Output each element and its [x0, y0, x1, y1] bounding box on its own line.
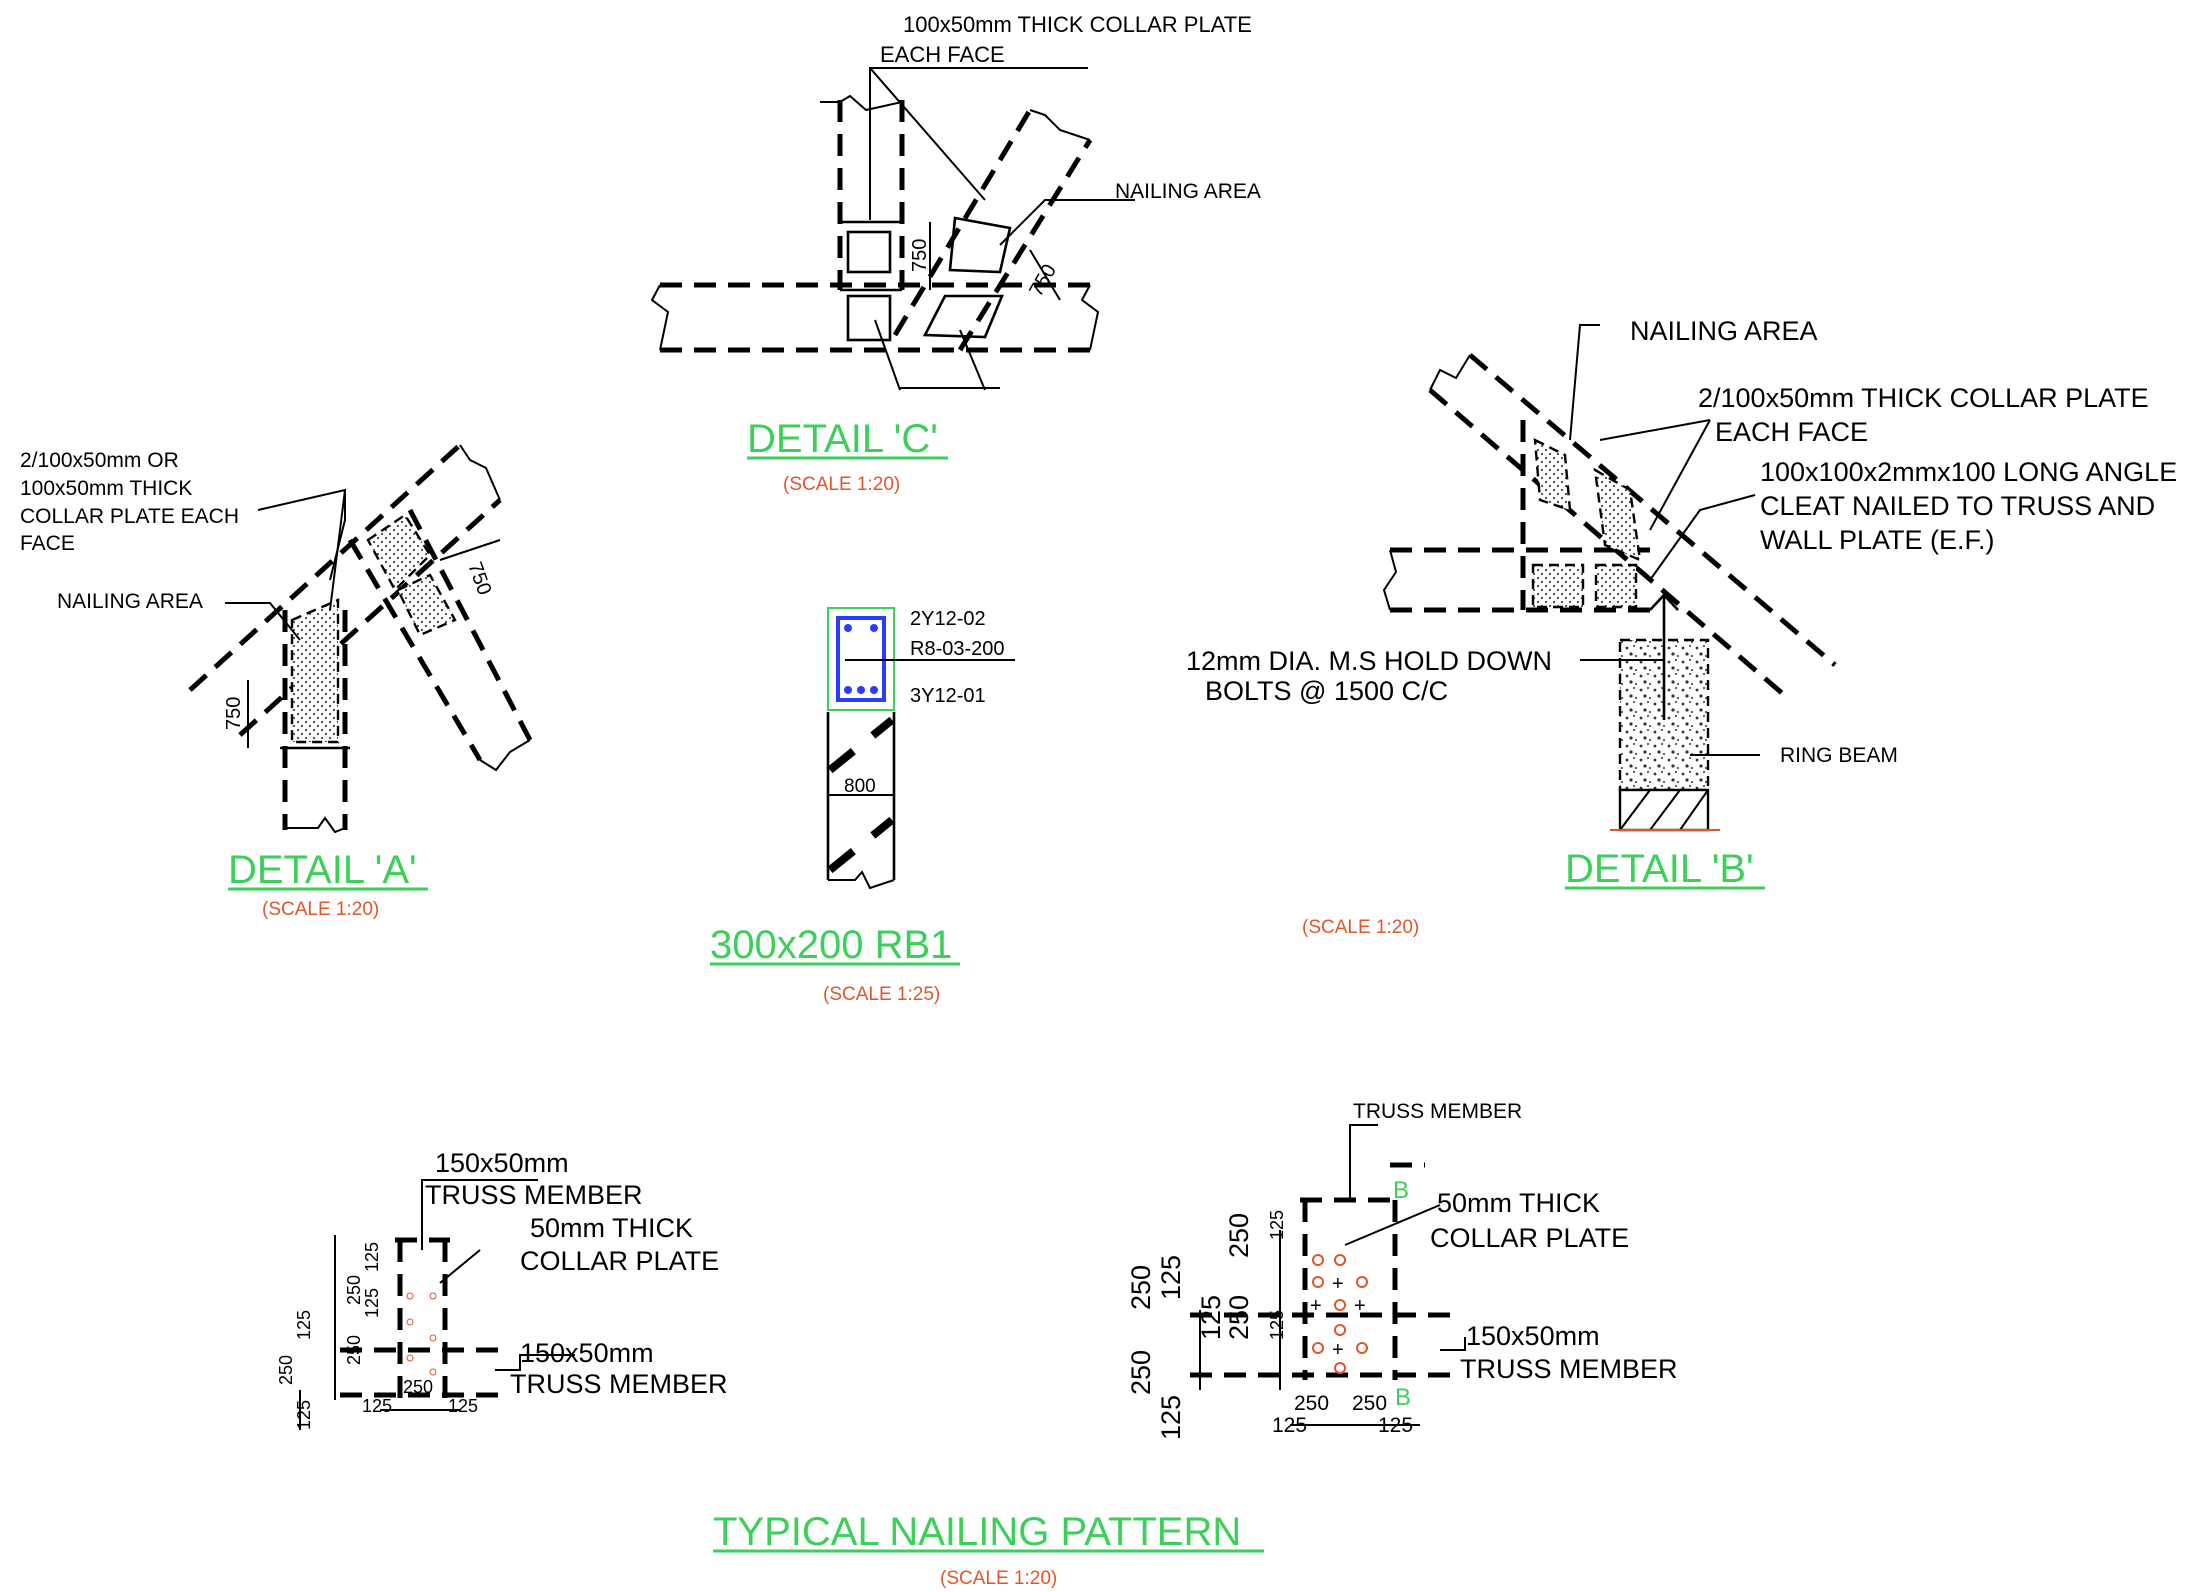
- nailing-area-label: NAILING AREA: [1630, 316, 1818, 346]
- detail-c-scale: (SCALE 1:20): [783, 474, 900, 495]
- nailing-area-label: NAILING AREA: [57, 590, 203, 613]
- detail-b: NAILING AREA 2/100x50mm THICK COLLAR PLA…: [1186, 316, 2177, 938]
- member-top-line1: 150x50mm: [435, 1148, 569, 1178]
- section-mark-b-bottom: B: [1395, 1384, 1411, 1411]
- member-top-label: TRUSS MEMBER: [1353, 1100, 1522, 1123]
- dim-250: 250: [344, 1275, 364, 1305]
- svg-text:+: +: [1354, 1295, 1366, 1317]
- detail-b-title: DETAIL 'B': [1565, 847, 1754, 891]
- dim-250: 250: [403, 1377, 433, 1397]
- collar-plate-label-line1: 100x50mm THICK COLLAR PLATE: [903, 12, 1252, 37]
- nailing-pattern-scale: (SCALE 1:20): [940, 1568, 1057, 1589]
- nailing-area-label: NAILING AREA: [1115, 180, 1261, 203]
- svg-text:+: +: [1310, 1295, 1322, 1317]
- dim-250: 250: [276, 1355, 296, 1385]
- dim-250-bottom: 250: [1352, 1392, 1387, 1415]
- nailing-pattern-title: TYPICAL NAILING PATTERN: [713, 1510, 1241, 1554]
- angle-label-line3: WALL PLATE (E.F.): [1760, 525, 1995, 555]
- dim-250: 250: [1126, 1350, 1156, 1395]
- member-right-line2: TRUSS MEMBER: [1460, 1354, 1678, 1384]
- detail-a-title: DETAIL 'A': [228, 848, 417, 892]
- nailing-pattern-right: + + + + TRUSS MEMBER B B 50mm THICK COLL…: [1126, 1100, 1678, 1440]
- collar-label-line1: 2/100x50mm THICK COLLAR PLATE: [1698, 383, 2149, 413]
- angle-label-line2: CLEAT NAILED TO TRUSS AND: [1760, 491, 2155, 521]
- rb1-section: 2Y12-02 R8-03-200 3Y12-01 800 300x200 RB…: [710, 607, 1015, 1005]
- collar-line2: COLLAR PLATE: [1430, 1223, 1629, 1253]
- dim-250: 250: [344, 1335, 364, 1365]
- detail-c-title: DETAIL 'C': [747, 417, 938, 461]
- dim-750-vertical: 750: [223, 697, 245, 730]
- detail-c: 100x50mm THICK COLLAR PLATE EACH FACE NA…: [650, 12, 1261, 495]
- member-right-line1: 150x50mm: [520, 1338, 654, 1368]
- angle-label-line1: 100x100x2mmx100 LONG ANGLE: [1760, 457, 2177, 487]
- nailing-pattern-title-block: TYPICAL NAILING PATTERN (SCALE 1:20): [713, 1510, 1264, 1589]
- dim-250-bottom: 250: [1294, 1392, 1329, 1415]
- svg-text:+: +: [1332, 1273, 1344, 1295]
- dim-125-bottom: 125: [1272, 1414, 1307, 1437]
- dim-125: 125: [294, 1310, 314, 1340]
- collar-plate-label-line2: EACH FACE: [880, 42, 1005, 67]
- ring-beam-label: RING BEAM: [1780, 744, 1898, 767]
- dim-250: 250: [1224, 1213, 1254, 1258]
- dim-125-bottom: 125: [1378, 1414, 1413, 1437]
- dim-125: 125: [1156, 1395, 1186, 1440]
- svg-text:+: +: [1332, 1339, 1344, 1361]
- dim-750-vertical: 750: [909, 239, 931, 272]
- rb1-title: 300x200 RB1: [710, 923, 952, 967]
- dim-125: 125: [448, 1396, 478, 1416]
- member-right-line1: 150x50mm: [1466, 1321, 1600, 1351]
- dim-125-small: 125: [1267, 1210, 1287, 1240]
- dim-750-diagonal: 750: [463, 559, 495, 598]
- dim-125: 125: [362, 1288, 382, 1318]
- bottom-bars-label: 3Y12-01: [910, 685, 986, 707]
- dim-125-small: 125: [1267, 1310, 1287, 1340]
- collar-label-line1: 2/100x50mm OR: [20, 449, 179, 472]
- bolt-label-line1: 12mm DIA. M.S HOLD DOWN: [1186, 646, 1552, 676]
- rb1-scale: (SCALE 1:25): [823, 984, 940, 1005]
- dim-125: 125: [294, 1400, 314, 1430]
- nail-grid: + + + +: [1310, 1254, 1368, 1374]
- links-label: R8-03-200: [910, 638, 1005, 660]
- collar-line1: 50mm THICK: [1437, 1188, 1600, 1218]
- dim-125: 125: [362, 1396, 392, 1416]
- dim-250: 250: [1224, 1295, 1254, 1340]
- member-right-line2: TRUSS MEMBER: [510, 1369, 728, 1399]
- dim-125: 125: [1156, 1255, 1186, 1300]
- nailing-pattern-left: 150x50mm TRUSS MEMBER 50mm THICK COLLAR …: [276, 1148, 728, 1430]
- section-mark-b-top: B: [1393, 1177, 1409, 1204]
- dim-250: 250: [1126, 1265, 1156, 1310]
- collar-label-line4: FACE: [20, 532, 75, 555]
- collar-line2: COLLAR PLATE: [520, 1246, 719, 1276]
- dim-800: 800: [844, 776, 876, 797]
- top-bars-label: 2Y12-02: [910, 608, 986, 630]
- collar-label-line3: COLLAR PLATE EACH: [20, 505, 239, 528]
- collar-line1: 50mm THICK: [530, 1213, 693, 1243]
- detail-a: 2/100x50mm OR 100x50mm THICK COLLAR PLAT…: [20, 443, 533, 920]
- detail-b-scale: (SCALE 1:20): [1302, 917, 1419, 938]
- collar-label-line2: EACH FACE: [1715, 417, 1868, 447]
- detail-a-scale: (SCALE 1:20): [262, 899, 379, 920]
- dim-125: 125: [362, 1242, 382, 1272]
- collar-label-line2: 100x50mm THICK: [20, 477, 192, 500]
- dim-125: 125: [1196, 1295, 1226, 1340]
- bolt-label-line2: BOLTS @ 1500 C/C: [1205, 676, 1448, 706]
- member-top-line2: TRUSS MEMBER: [425, 1180, 643, 1210]
